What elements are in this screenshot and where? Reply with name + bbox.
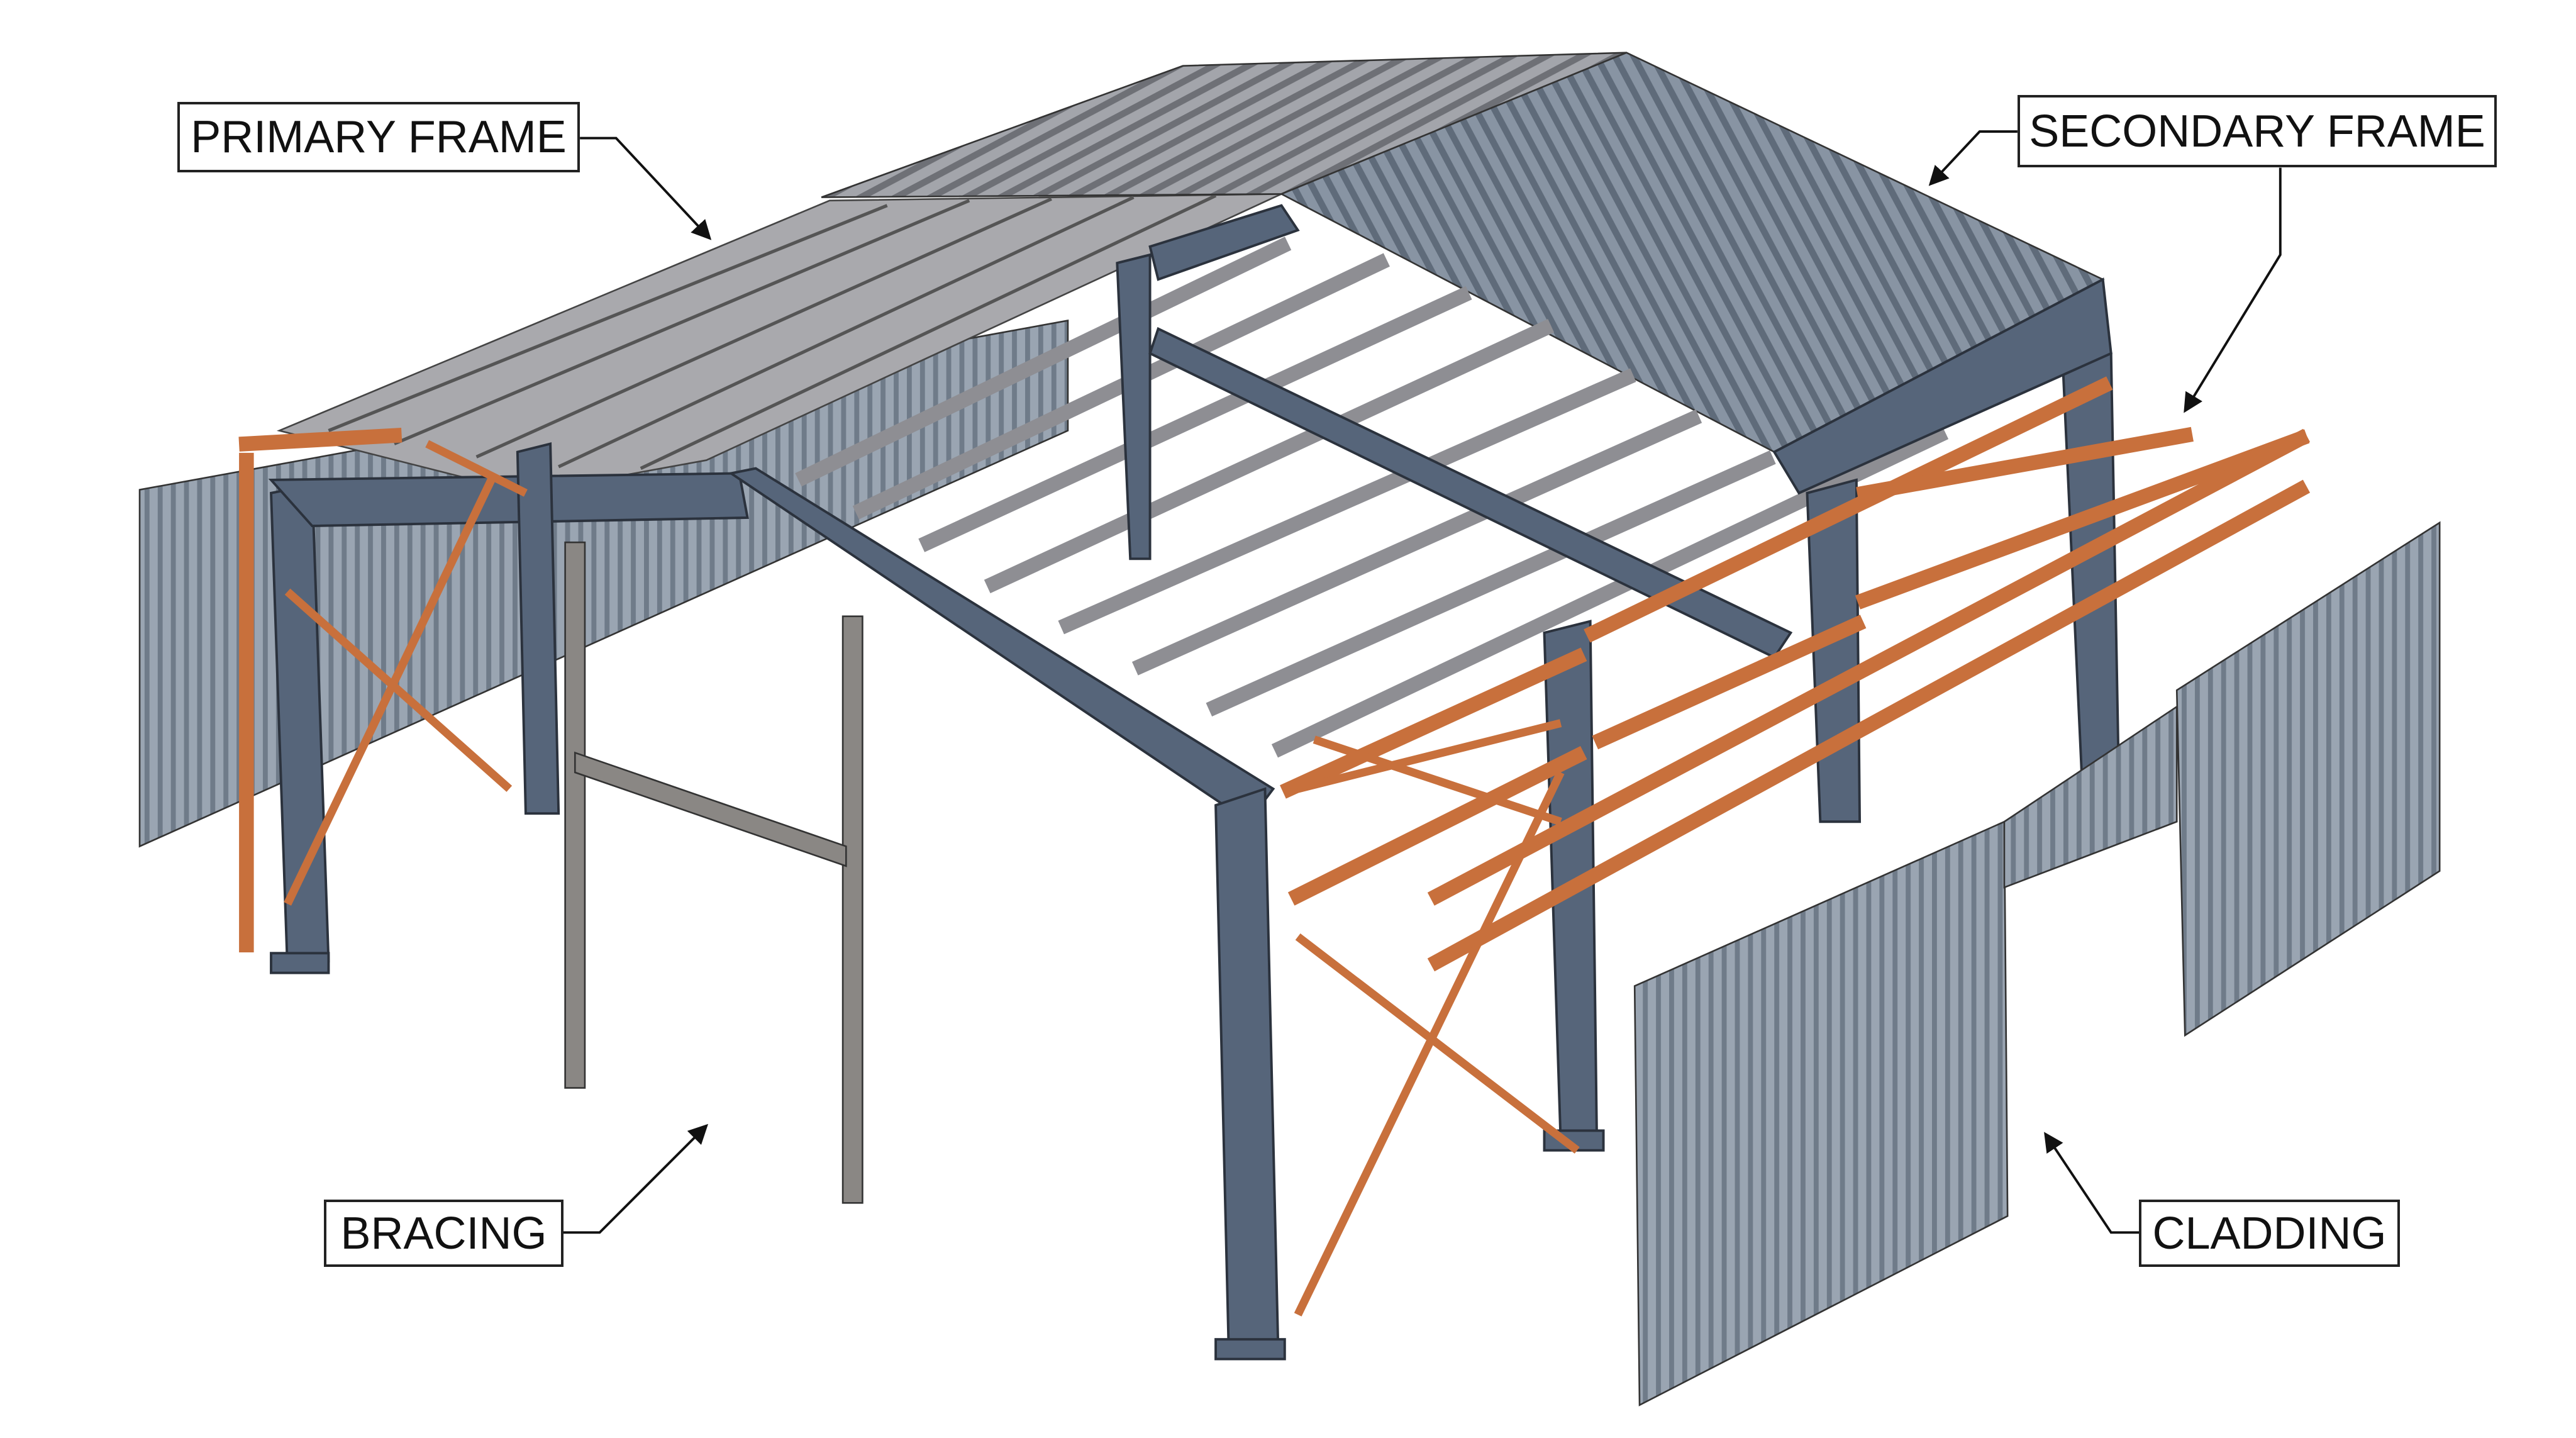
bracing-members [284, 440, 1580, 1317]
leader-lines [563, 130, 2282, 1234]
label-primary-frame: PRIMARY FRAME [177, 102, 580, 172]
label-secondary-frame: SECONDARY FRAME [2018, 95, 2497, 167]
cladding-panel-middle [2003, 705, 2178, 889]
cladding-panel-front [1633, 820, 2009, 1407]
door-frame [564, 541, 863, 1204]
primary-frame [268, 204, 2121, 1361]
cladding-panel-rear [2175, 521, 2441, 1037]
secondary-frame-girts [238, 376, 2311, 972]
label-bracing: BRACING [324, 1200, 564, 1267]
label-cladding: CLADDING [2139, 1200, 2400, 1267]
